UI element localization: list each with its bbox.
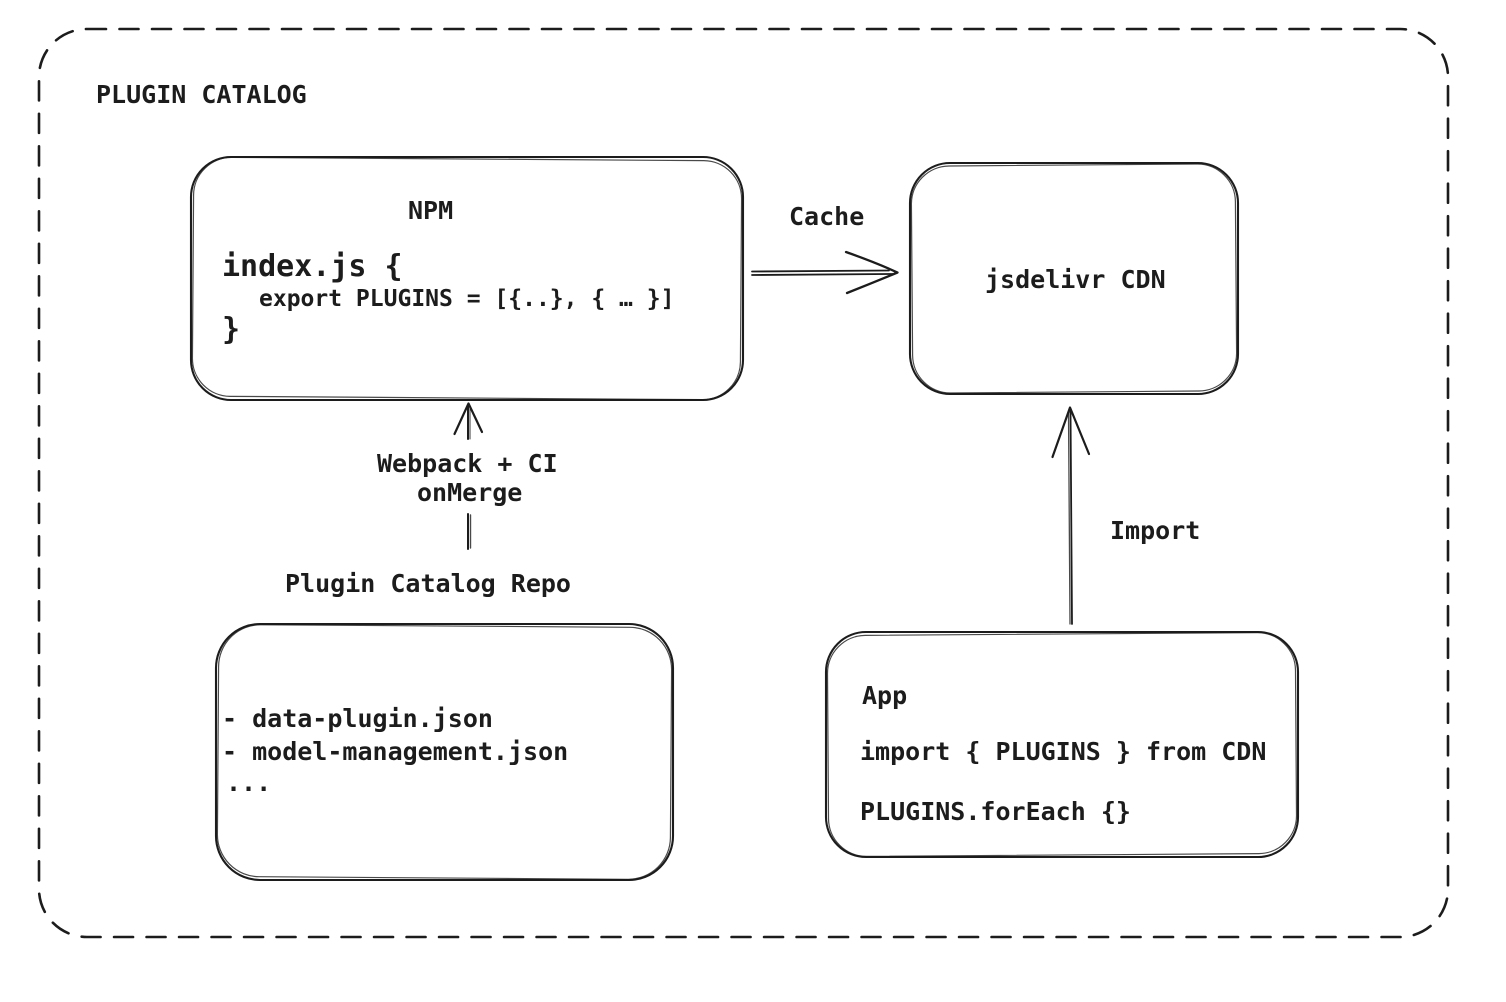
npm-node-title: NPM — [408, 196, 454, 225]
cache-arrow — [751, 250, 899, 295]
import-edge-label: Import — [1110, 516, 1201, 545]
repo-box — [214, 622, 675, 882]
app-node-title: App — [862, 681, 908, 710]
import-arrow — [1051, 406, 1091, 625]
npm-code-line: export PLUGINS = [{..}, { … }] — [259, 286, 675, 312]
repo-file-item: - data-plugin.json — [222, 704, 493, 733]
cdn-box — [908, 161, 1240, 396]
app-code-line: PLUGINS.forEach {} — [860, 797, 1131, 826]
app-box — [824, 630, 1300, 859]
app-code-line: import { PLUGINS } from CDN — [860, 737, 1267, 766]
diagram-title: PLUGIN CATALOG — [96, 80, 307, 109]
build-edge-sublabel: onMerge — [417, 478, 523, 507]
npm-box — [189, 155, 745, 402]
cache-edge-label: Cache — [789, 202, 865, 231]
cdn-node-title: jsdelivr CDN — [985, 265, 1166, 294]
build-arrow — [453, 402, 484, 550]
build-edge-label: Webpack + CI — [377, 449, 558, 478]
repo-file-item: ... — [226, 768, 272, 797]
npm-code-line: } — [222, 312, 241, 347]
catalog-boundary — [37, 27, 1450, 939]
repo-node-title: Plugin Catalog Repo — [285, 569, 571, 598]
repo-file-item: - model-management.json — [222, 737, 569, 766]
npm-code-line: index.js { — [222, 249, 403, 284]
